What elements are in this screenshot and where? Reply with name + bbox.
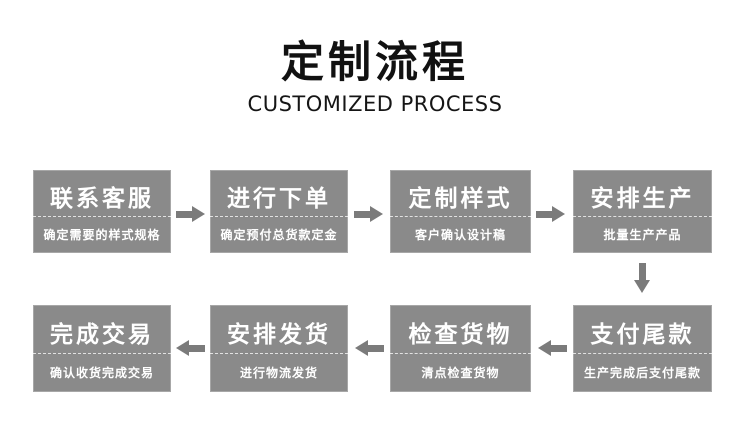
- dashed-divider: [33, 215, 171, 217]
- step-subtitle: 确定预付总货款定金: [220, 228, 338, 243]
- dashed-divider: [210, 352, 348, 354]
- step-subtitle: 客户确认设计稿: [414, 228, 506, 243]
- arrow-head: [355, 340, 368, 356]
- flow-step-complete-transaction: 完成交易 确认收货完成交易: [33, 305, 171, 392]
- arrow-head: [538, 340, 551, 356]
- arrow-shaft: [354, 210, 370, 218]
- dashed-divider: [573, 352, 712, 354]
- step-title: 检查货物: [408, 321, 513, 348]
- step-title: 安排生产: [590, 185, 695, 212]
- step-subtitle: 确认收货完成交易: [49, 366, 154, 381]
- arrow-shaft: [189, 344, 205, 352]
- arrow-right-icon: [536, 206, 565, 222]
- step-title: 进行下单: [227, 185, 331, 212]
- flow-step-place-order: 进行下单 确定预付总货款定金: [210, 170, 348, 253]
- step-title: 支付尾款: [590, 321, 695, 348]
- arrow-head: [552, 206, 565, 222]
- dashed-divider: [390, 215, 531, 217]
- arrow-head: [370, 206, 383, 222]
- flow-step-contact-service: 联系客服 确定需要的样式规格: [33, 170, 171, 253]
- arrow-down-icon: [634, 263, 650, 293]
- dashed-divider: [573, 215, 712, 217]
- flow-step-arrange-shipping: 安排发货 进行物流发货: [210, 305, 348, 392]
- page-subtitle: CUSTOMIZED PROCESS: [247, 92, 503, 116]
- flow-step-pay-balance: 支付尾款 生产完成后支付尾款: [573, 305, 712, 392]
- step-subtitle: 批量生产产品: [603, 228, 682, 243]
- step-title: 安排发货: [227, 321, 331, 348]
- arrow-right-icon: [354, 206, 383, 222]
- arrow-head: [192, 206, 205, 222]
- step-subtitle: 进行物流发货: [239, 366, 318, 381]
- step-title: 定制样式: [408, 185, 513, 212]
- arrow-left-icon: [538, 340, 567, 356]
- flow-step-custom-style: 定制样式 客户确认设计稿: [390, 170, 531, 253]
- arrow-head: [634, 280, 650, 293]
- arrow-shaft: [536, 210, 552, 218]
- dashed-divider: [210, 215, 348, 217]
- step-title: 完成交易: [50, 321, 154, 348]
- arrow-shaft: [638, 263, 646, 280]
- step-subtitle: 生产完成后支付尾款: [583, 366, 701, 381]
- arrow-left-icon: [355, 340, 384, 356]
- dashed-divider: [390, 352, 531, 354]
- step-subtitle: 确定需要的样式规格: [43, 228, 161, 243]
- step-title: 联系客服: [50, 185, 154, 212]
- arrow-right-icon: [176, 206, 205, 222]
- arrow-left-icon: [176, 340, 205, 356]
- arrow-shaft: [176, 210, 192, 218]
- step-subtitle: 清点检查货物: [421, 366, 500, 381]
- dashed-divider: [33, 352, 171, 354]
- page-title: 定制流程: [281, 38, 469, 88]
- arrow-shaft: [551, 344, 567, 352]
- flow-step-arrange-production: 安排生产 批量生产产品: [573, 170, 712, 253]
- flow-step-inspect-goods: 检查货物 清点检查货物: [390, 305, 531, 392]
- arrow-shaft: [368, 344, 384, 352]
- arrow-head: [176, 340, 189, 356]
- diagram-header: 定制流程 CUSTOMIZED PROCESS: [0, 38, 750, 116]
